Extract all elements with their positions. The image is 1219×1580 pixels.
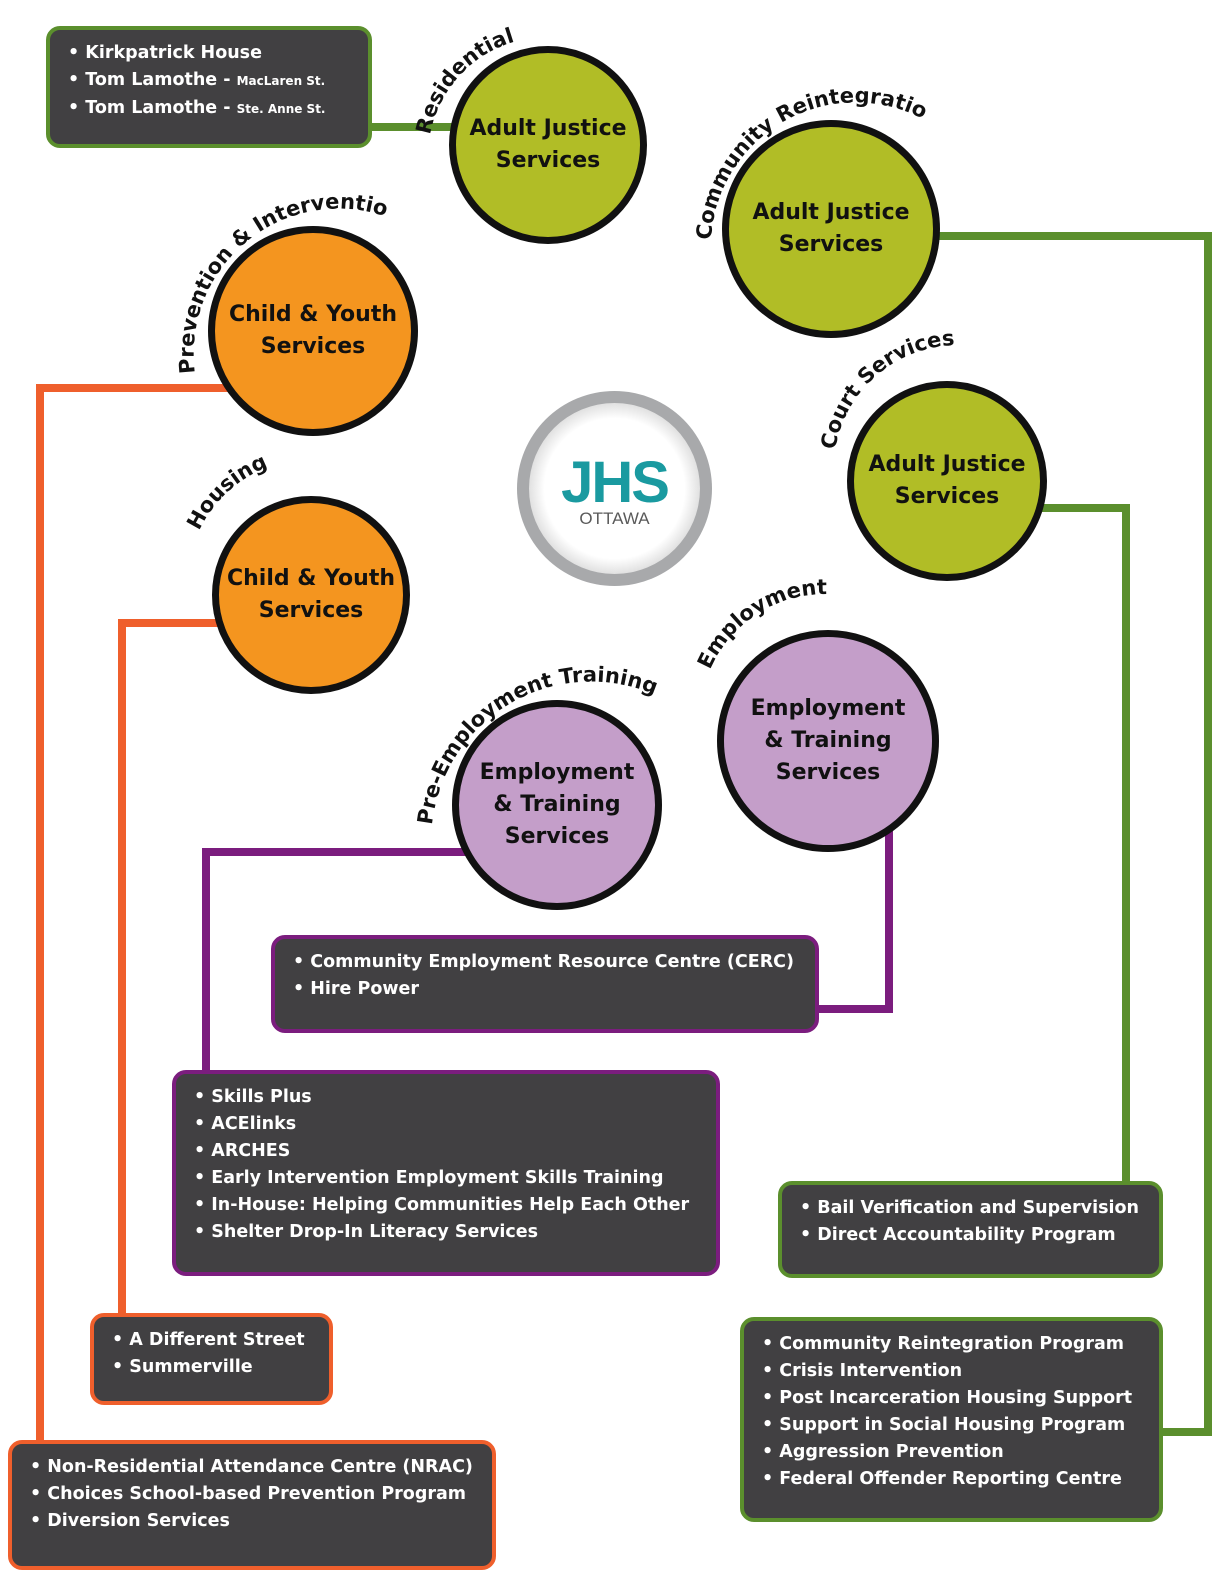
list-item: Bail Verification and Supervision (800, 1195, 1143, 1222)
circle-title: Services (894, 484, 1000, 509)
list-item: Post Incarceration Housing Support (762, 1385, 1143, 1412)
list-item: Federal Offender Reporting Centre (762, 1466, 1143, 1493)
circle-title: & Training (493, 792, 621, 817)
list-item: Summerville (112, 1354, 313, 1381)
circle-prevention: Child & Youth Services (208, 226, 418, 436)
box-prevention: Non-Residential Attendance Centre (NRAC)… (8, 1440, 496, 1570)
circle-title: & Training (764, 728, 892, 753)
circle-court: Adult Justice Services (847, 381, 1047, 581)
list-item: ARCHES (194, 1138, 700, 1165)
list-item: ACElinks (194, 1111, 700, 1138)
list-item: Hire Power (293, 976, 799, 1003)
list-item: Tom Lamothe - MacLaren St. (68, 67, 352, 95)
box-preemployment: Skills Plus ACElinks ARCHES Early Interv… (172, 1070, 720, 1276)
list-item: Crisis Intervention (762, 1358, 1143, 1385)
program-list: Community Reintegration Program Crisis I… (762, 1331, 1143, 1493)
circle-residential: Adult Justice Services (449, 46, 647, 244)
logo-subtext: OTTAWA (579, 508, 650, 528)
circle-title: Child & Youth (228, 302, 397, 327)
circle-title: Services (260, 334, 366, 359)
connector-employment (818, 815, 893, 1013)
connector-preemployment (202, 848, 468, 1073)
connector-reintegration (935, 232, 1212, 1436)
box-reintegration: Community Reintegration Program Crisis I… (740, 1317, 1163, 1522)
list-item: Shelter Drop-In Literacy Services (194, 1219, 700, 1246)
list-item: Direct Accountability Program (800, 1222, 1143, 1249)
circle-preemployment: Employment & Training Services (452, 700, 662, 910)
circle-title: Adult Justice (752, 200, 910, 225)
list-item: Support in Social Housing Program (762, 1412, 1143, 1439)
box-residential: Kirkpatrick House Tom Lamothe - MacLaren… (46, 26, 372, 148)
circle-title: Employment (479, 760, 635, 785)
list-item: In-House: Helping Communities Help Each … (194, 1192, 700, 1219)
box-employment: Community Employment Resource Centre (CE… (271, 935, 819, 1033)
circle-title: Child & Youth (226, 566, 395, 591)
circle-title: Adult Justice (868, 452, 1026, 477)
program-list: Bail Verification and Supervision Direct… (800, 1195, 1143, 1249)
list-item: Early Intervention Employment Skills Tra… (194, 1165, 700, 1192)
list-item: Skills Plus (194, 1084, 700, 1111)
list-item: Tom Lamothe - Ste. Anne St. (68, 95, 352, 123)
circle-reintegration: Adult Justice Services (722, 120, 940, 338)
list-item: Choices School-based Prevention Program (30, 1481, 476, 1508)
list-item: Aggression Prevention (762, 1439, 1143, 1466)
circle-title: Services (778, 232, 884, 257)
list-item: Community Employment Resource Centre (CE… (293, 949, 799, 976)
list-item: Non-Residential Attendance Centre (NRAC) (30, 1454, 476, 1481)
circle-title: Employment (750, 696, 906, 721)
connector-court (1040, 504, 1130, 1185)
program-list: A Different Street Summerville (112, 1327, 313, 1381)
circle-title: Services (775, 760, 881, 785)
list-item: Community Reintegration Program (762, 1331, 1143, 1358)
box-housing: A Different Street Summerville (90, 1313, 333, 1405)
list-item: Diversion Services (30, 1508, 476, 1535)
logo-text: JHS (561, 449, 670, 515)
circle-employment: Employment & Training Services (717, 630, 939, 852)
circle-title: Adult Justice (469, 116, 627, 141)
program-list: Kirkpatrick House Tom Lamothe - MacLaren… (68, 40, 352, 123)
jhs-ottawa-logo: JHS OTTAWA (517, 391, 712, 586)
program-list: Skills Plus ACElinks ARCHES Early Interv… (194, 1084, 700, 1246)
circle-title: Services (504, 824, 610, 849)
circle-housing: Child & Youth Services (212, 496, 410, 694)
circle-title: Services (258, 598, 364, 623)
program-list: Non-Residential Attendance Centre (NRAC)… (30, 1454, 476, 1535)
connector-housing (118, 619, 222, 1318)
list-item: Kirkpatrick House (68, 40, 352, 67)
logo-inner: JHS OTTAWA (529, 403, 700, 574)
connector-prevention (36, 384, 235, 1442)
list-item: A Different Street (112, 1327, 313, 1354)
circle-title: Services (495, 148, 601, 173)
box-court: Bail Verification and Supervision Direct… (778, 1181, 1163, 1278)
program-list: Community Employment Resource Centre (CE… (293, 949, 799, 1003)
